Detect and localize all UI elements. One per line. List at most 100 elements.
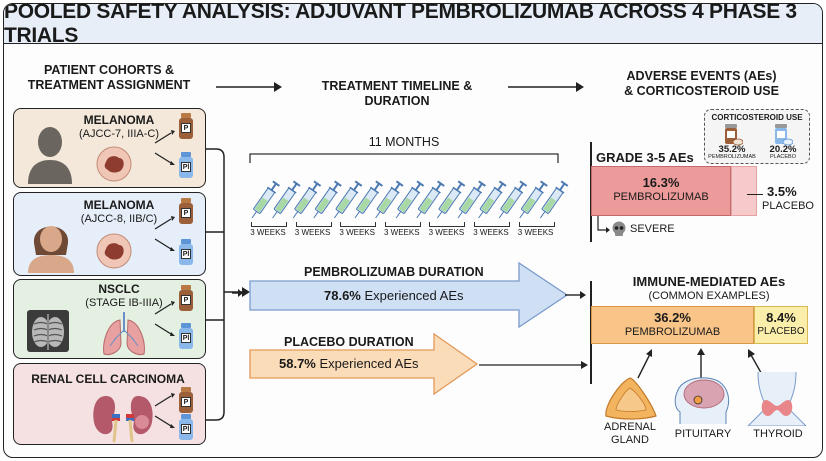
placebo-pill-bottle-icon bbox=[775, 124, 793, 146]
corticosteroid-placebo-label: PLACEBO bbox=[770, 154, 796, 160]
assignment-arrows-icon bbox=[154, 393, 175, 428]
placebo-duration-arrow bbox=[249, 333, 479, 395]
interval-bracket bbox=[429, 222, 466, 227]
cohort-name: NSCLC bbox=[98, 282, 140, 296]
interval-bracket bbox=[518, 222, 555, 227]
cohort-name: MELANOMA bbox=[83, 113, 155, 127]
pembrolizumab-ae-text: Experienced AEs bbox=[364, 288, 464, 303]
interval-label: 3 WEEKS bbox=[384, 228, 420, 237]
cohort-subtitle: (STAGE IB-IIIA) bbox=[85, 297, 163, 309]
interval-bracket bbox=[295, 222, 332, 227]
syringe-icon bbox=[313, 180, 342, 219]
thyroid-neck-icon bbox=[747, 372, 807, 426]
interval-bracket bbox=[340, 222, 377, 227]
organ-label-pituitary: PITUITARY bbox=[674, 428, 732, 440]
corticosteroid-placebo-value: 20.2% bbox=[769, 144, 797, 155]
interval-label: 3 WEEKS bbox=[428, 228, 465, 237]
skull-icon bbox=[612, 221, 626, 236]
cohort-card-melanoma-ajcc8: MELANOMA (AJCC-8, IIB/C) P Pl bbox=[13, 192, 206, 276]
syringe-icon bbox=[519, 180, 548, 219]
assignment-arrows-icon bbox=[154, 130, 175, 165]
pituitary-brain-icon bbox=[674, 377, 730, 424]
cohort-subtitle: (AJCC-7, IIIA-C) bbox=[78, 128, 160, 140]
cohort-subtitle: (AJCC-8, IIB/C) bbox=[80, 213, 158, 225]
pembrolizumab-ae-value: 78.6% bbox=[324, 288, 361, 303]
interval-bracket bbox=[251, 222, 287, 227]
pembrolizumab-pill-bottle-icon bbox=[725, 124, 743, 146]
syringe-icon bbox=[416, 180, 445, 219]
flow-arrow-icon bbox=[479, 361, 588, 369]
cohort-card-nsclc: NSCLC (STAGE IB-IIIA) P Pl bbox=[13, 279, 206, 359]
syringe-icon bbox=[478, 180, 507, 219]
syringe-icon bbox=[251, 180, 280, 219]
adrenal-label-line1: ADRENAL bbox=[604, 421, 656, 433]
organ-label-thyroid: THYROID bbox=[753, 428, 803, 440]
timeline-total-label: 11 MONTHS bbox=[368, 135, 440, 149]
corticosteroid-use-box: CORTICOSTEROID USE 35.2% PEMBROLIZUMAB 2… bbox=[704, 109, 810, 164]
melanoma-lesion-icon bbox=[96, 233, 132, 269]
syringe-icon bbox=[333, 180, 363, 219]
immune-pembro-value: 36.2% bbox=[654, 310, 691, 325]
immune-pembrolizumab-bar bbox=[591, 306, 754, 344]
grade35-placebo-value: 3.5% bbox=[767, 184, 797, 199]
severe-pointer-arrow bbox=[597, 216, 610, 233]
pembrolizumab-vial-icon: P bbox=[179, 198, 193, 224]
cohort-name: RENAL CELL CARCINOMA bbox=[31, 372, 185, 386]
placebo-ae-text: Experienced AEs bbox=[319, 356, 419, 371]
assignment-arrows-icon bbox=[154, 301, 175, 336]
syringe-icon bbox=[354, 180, 383, 219]
timeline-bracket bbox=[249, 153, 559, 163]
interval-label: 3 WEEKS bbox=[250, 228, 286, 237]
leader-line bbox=[747, 194, 763, 196]
interval-label: 3 WEEKS bbox=[294, 228, 331, 237]
pembrolizumab-vial-icon: P bbox=[179, 387, 193, 413]
placebo-vial-icon: Pl bbox=[179, 239, 193, 265]
grade35-title: GRADE 3-5 AEs bbox=[596, 150, 694, 165]
placebo-vial-icon: Pl bbox=[179, 323, 193, 349]
lungs-icon bbox=[103, 312, 145, 355]
syringe-icon bbox=[436, 180, 466, 219]
corticosteroid-pembro-label: PEMBROLIZUMAB bbox=[708, 154, 756, 160]
page-title: POOLED SAFETY ANALYSIS: ADJUVANT PEMBROL… bbox=[4, 3, 797, 47]
flow-arrow-icon bbox=[232, 289, 243, 297]
placebo-vial-icon: Pl bbox=[179, 152, 193, 178]
interval-label: 3 WEEKS bbox=[339, 228, 375, 237]
infographic-frame: POOLED SAFETY ANALYSIS: ADJUVANT PEMBROL… bbox=[3, 3, 823, 458]
placebo-vial-icon: Pl bbox=[179, 414, 193, 440]
adrenal-gland-icon bbox=[605, 377, 657, 420]
adrenal-label-line2: GLAND bbox=[611, 434, 649, 446]
interval-label: 3 WEEKS bbox=[517, 228, 554, 237]
flow-arrow-icon bbox=[508, 82, 584, 92]
immune-placebo-value: 8.4% bbox=[766, 310, 796, 325]
grade35-placebo-bar bbox=[731, 166, 757, 216]
corticosteroid-title: CORTICOSTEROID USE bbox=[711, 113, 803, 122]
placebo-duration-title: PLACEBO DURATION bbox=[284, 335, 414, 349]
female-avatar-icon bbox=[28, 226, 74, 273]
pembrolizumab-duration-arrow bbox=[249, 261, 569, 329]
syringe-icon bbox=[498, 180, 528, 219]
flow-arrow-icon bbox=[565, 291, 586, 299]
grade35-placebo-label: PLACEBO bbox=[762, 200, 814, 212]
immune-placebo-label: PLACEBO bbox=[757, 326, 805, 337]
immune-placebo-bar bbox=[754, 306, 808, 344]
placebo-ae-rate: 58.7% Experienced AEs bbox=[279, 356, 419, 371]
grade35-pembrolizumab-bar bbox=[591, 166, 731, 216]
assignment-arrows-icon bbox=[154, 216, 175, 251]
section-title-cohorts: PATIENT COHORTS & TREATMENT ASSIGNMENT bbox=[14, 63, 204, 93]
cohorts-title-line2: TREATMENT ASSIGNMENT bbox=[27, 78, 191, 92]
immune-axis bbox=[590, 281, 592, 384]
pembrolizumab-ae-rate: 78.6% Experienced AEs bbox=[324, 288, 464, 303]
interval-bracket bbox=[384, 222, 421, 227]
organ-label-adrenal: ADRENAL GLAND bbox=[600, 421, 660, 447]
severe-label: SEVERE bbox=[630, 223, 675, 235]
cohort-name: MELANOMA bbox=[83, 198, 155, 212]
corticosteroid-pembro-value: 35.2% bbox=[718, 144, 746, 155]
pembrolizumab-vial-icon: P bbox=[179, 113, 193, 139]
placebo-ae-value: 58.7% bbox=[279, 356, 316, 371]
grade35-pembro-value: 16.3% bbox=[642, 175, 680, 190]
syringe-icon bbox=[539, 180, 569, 219]
syringe-icon bbox=[272, 180, 301, 219]
grade35-pembro-label: PEMBROLIZUMAB bbox=[613, 191, 709, 203]
melanoma-lesion-icon bbox=[96, 146, 132, 182]
immune-pembro-label: PEMBROLIZUMAB bbox=[624, 326, 721, 338]
